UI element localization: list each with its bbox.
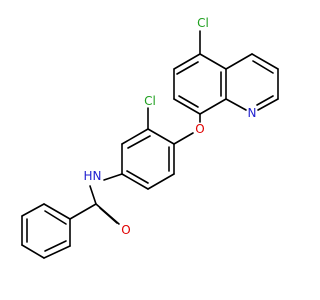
bond [121,128,149,145]
bond [121,173,149,190]
nitrogen-label-ring: N [248,106,257,120]
bond [103,173,123,181]
bond [256,95,274,106]
substituent-bonds [173,30,201,145]
chlorine-label-top: Cl [197,16,209,30]
bond [127,135,151,149]
quinoline-benzo-ring [173,53,227,115]
quinoline-pyridine-ring [225,53,279,111]
amide-linkage [69,173,123,225]
bond [44,210,67,225]
bond [147,173,175,190]
bond [178,95,199,108]
bond [176,61,199,75]
bond [199,98,227,115]
bond [21,244,45,259]
bond [257,98,279,111]
bond [43,245,71,259]
chlorine-label-mid: Cl [144,94,156,108]
bond [44,240,67,252]
bond [173,132,194,145]
bond [43,203,71,220]
bond [69,203,97,220]
nitrogen-label-amide: N [93,169,102,183]
bond [126,170,149,184]
bond [173,53,201,70]
bond [21,203,45,217]
chlorophenyl-ring [121,107,175,190]
molecule-diagram: Cl N O Cl H N O [21,16,279,259]
bond [89,185,97,205]
bond [225,98,247,111]
bond [147,128,175,145]
bond [199,53,227,70]
bond [252,60,274,74]
bond [99,207,118,224]
oxygen-label-ether: O [195,122,204,136]
bond [225,53,253,70]
bond [173,98,201,115]
bond [251,53,279,70]
oxygen-label-carbonyl: O [121,223,130,237]
amide-hydrogen-label: H [83,169,92,183]
phenyl-ring [21,203,71,259]
